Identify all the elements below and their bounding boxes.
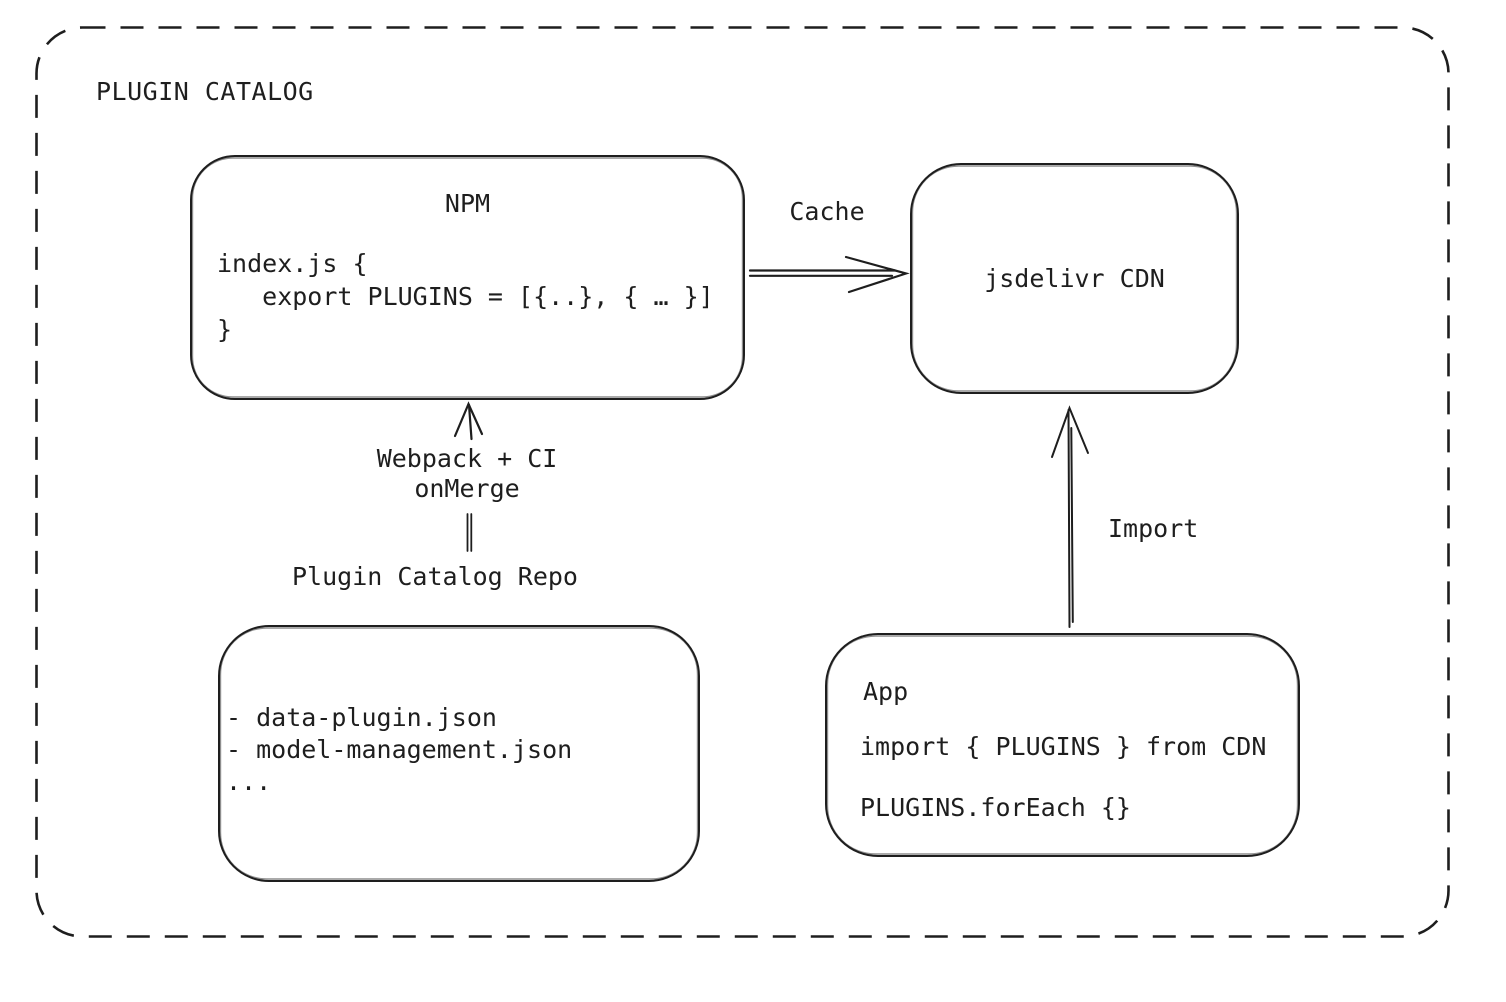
import-arrow: [1051, 405, 1089, 628]
npm-code-line: export PLUGINS = [{..}, { … }]: [217, 282, 714, 311]
repo-item: - data-plugin.json: [226, 703, 497, 732]
cache-arrow: [748, 255, 910, 294]
npm-node-box: [190, 155, 745, 400]
app-node-box: [825, 633, 1300, 857]
cache-edge-label: Cache: [789, 197, 865, 226]
frame-title: PLUGIN CATALOG: [96, 77, 314, 106]
build-edge-label-line2: onMerge: [414, 474, 520, 503]
npm-node-title: NPM: [444, 189, 491, 218]
repo-node-title: Plugin Catalog Repo: [292, 562, 578, 591]
cdn-node-box: [910, 163, 1239, 394]
repo-item: - model-management.json: [226, 735, 573, 764]
frame-border: [35, 26, 1450, 938]
build-edge-label-line1: Webpack + CI: [376, 444, 558, 473]
npm-code-line: }: [217, 315, 233, 344]
app-code-line: import { PLUGINS } from CDN: [860, 732, 1267, 761]
repo-items-list: - data-plugin.json - model-management.js…: [226, 702, 572, 798]
build-edge-label: Webpack + CI onMerge: [317, 444, 617, 504]
app-node-content: App import { PLUGINS } from CDN PLUGINS.…: [826, 634, 1299, 856]
cdn-node-label: jsdelivr CDN: [984, 264, 1165, 293]
repo-item: ...: [226, 767, 272, 796]
app-code-line: PLUGINS.forEach {}: [860, 793, 1131, 822]
build-arrow: [453, 401, 484, 441]
import-edge-label: Import: [1108, 514, 1199, 543]
npm-code-line: index.js {: [217, 249, 368, 278]
npm-code-block: index.js { export PLUGINS = [{..}, { … }…: [217, 247, 714, 346]
repo-node-box: [218, 625, 700, 882]
build-connector-line: [466, 513, 473, 552]
app-node-title: App: [863, 677, 909, 706]
